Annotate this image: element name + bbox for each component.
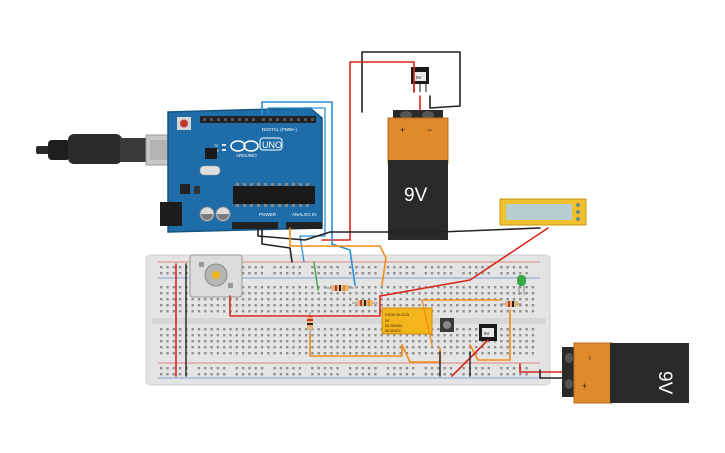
wire-red-battery-right[interactable] <box>519 363 563 373</box>
wires[interactable] <box>175 51 563 379</box>
resistor-1[interactable] <box>326 285 354 291</box>
power-header-label: POWER <box>259 212 277 217</box>
wire-black-battery-right[interactable] <box>539 369 563 379</box>
relay-voltage-label: 5V <box>385 319 390 323</box>
regulator-top-label: 5V <box>416 75 422 80</box>
battery-right-minus: − <box>585 355 595 360</box>
analog-header-label: ANALOG IN <box>292 212 317 217</box>
wire-orange-resistor[interactable] <box>309 333 403 357</box>
battery-top-voltage: 9V <box>404 185 428 206</box>
wire-orange-regulator[interactable] <box>469 309 511 361</box>
battery-9v-top[interactable]: + − 9V <box>387 110 449 240</box>
battery-top-minus: − <box>427 125 432 135</box>
wire-red-regulator-to-arduino[interactable] <box>321 61 415 241</box>
green-led[interactable] <box>517 275 526 295</box>
relay-ks2e[interactable]: KS2E-M-DC5 5V 5A 250VAC 5A 30VDC <box>381 307 433 335</box>
lcd-display-module[interactable] <box>499 198 587 226</box>
battery-9v-right[interactable]: − + 9V <box>562 342 689 404</box>
wire-orange-analog[interactable] <box>289 227 387 286</box>
resistor-2[interactable] <box>352 300 378 306</box>
dc-motor[interactable] <box>189 254 243 298</box>
relay-rating-dc: 5A 30VDC <box>385 329 402 333</box>
relay-rating-ac: 5A 250VAC <box>385 324 403 328</box>
wire-green-resistor[interactable] <box>313 261 319 291</box>
wire-blue-digital-1[interactable] <box>261 101 356 286</box>
tx-label: TX <box>214 144 219 148</box>
wire-red-motor[interactable] <box>229 295 381 317</box>
resistor-4[interactable] <box>500 301 522 307</box>
arduino-uno-board[interactable]: DIGITAL (PWM~) ARDUINO UNO TX RX <box>160 107 323 233</box>
arduino-logo-text: ARDUINO <box>236 153 257 158</box>
usb-cable[interactable] <box>36 134 189 166</box>
regulator-board-label: 5V <box>484 331 490 336</box>
wire-black-to-display[interactable] <box>257 227 541 241</box>
wire-orange-led[interactable] <box>421 299 501 346</box>
battery-right-voltage: 9V <box>654 371 675 395</box>
arduino-model-text: UNO <box>262 140 282 150</box>
wire-red-to-display[interactable] <box>379 227 549 297</box>
arduino-logo-icon <box>230 140 259 152</box>
voltage-regulator-top[interactable]: 5V <box>411 67 429 92</box>
digital-header-label: DIGITAL (PWM~) <box>262 127 297 132</box>
relay-model-label: KS2E-M-DC5 <box>385 312 410 317</box>
push-button[interactable] <box>440 318 454 332</box>
voltage-regulator-board[interactable]: 5V <box>479 324 497 341</box>
battery-top-plus: + <box>400 125 405 135</box>
battery-right-plus: + <box>582 381 587 391</box>
